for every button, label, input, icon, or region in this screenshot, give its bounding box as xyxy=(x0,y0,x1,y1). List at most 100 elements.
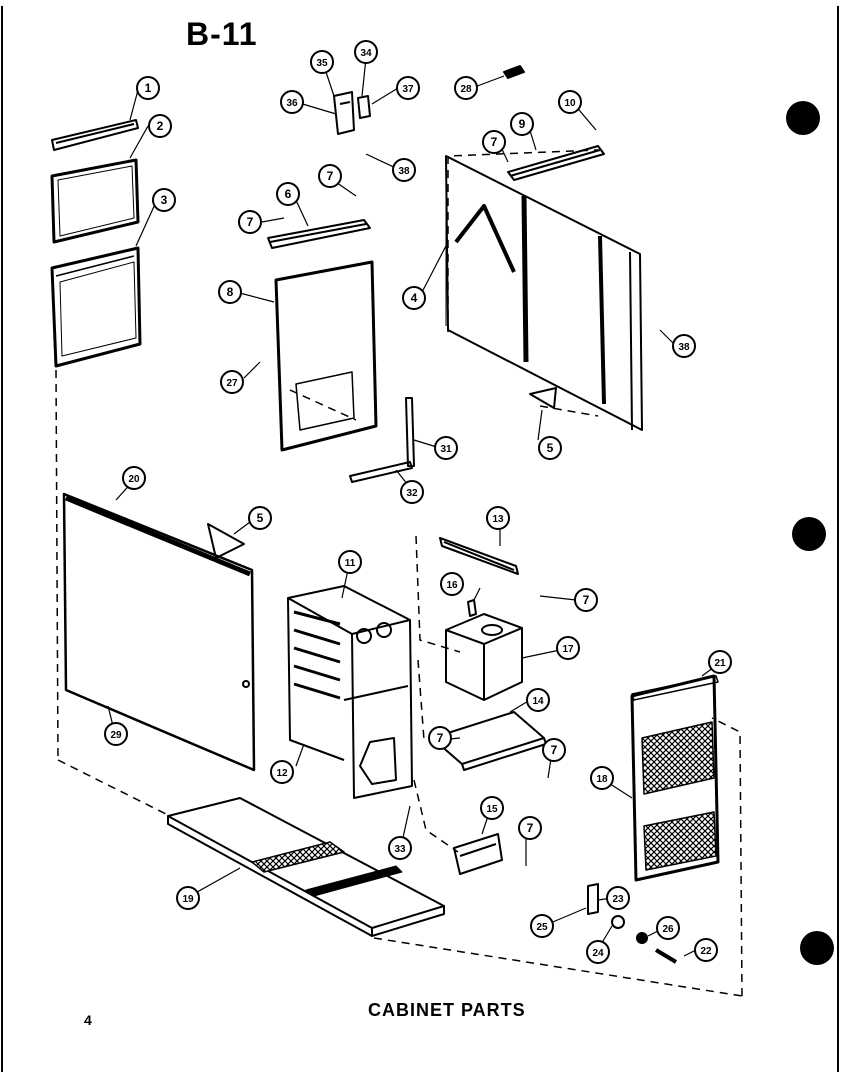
callout-number: 33 xyxy=(394,844,406,855)
callout-number: 36 xyxy=(286,98,298,109)
callout-number: 9 xyxy=(519,117,526,131)
callout-bubble xyxy=(556,636,580,660)
callout-bubble xyxy=(270,760,294,784)
callout-bubble xyxy=(538,436,562,460)
part-9-top-rail xyxy=(507,145,605,181)
callout-bubble xyxy=(542,738,566,762)
callout-bubble xyxy=(220,370,244,394)
callout-number: 7 xyxy=(247,215,254,229)
callout-number: 1 xyxy=(145,81,152,95)
callout-bubble xyxy=(338,550,362,574)
callout-number: 5 xyxy=(547,441,554,455)
callout-c6: 6 xyxy=(276,182,300,206)
callout-number: 31 xyxy=(440,444,452,455)
callout-number: 2 xyxy=(157,119,164,133)
ref-line-center xyxy=(415,535,461,653)
part-2-filter xyxy=(50,158,140,244)
callout-c9: 9 xyxy=(510,112,534,136)
callout-c24: 24 xyxy=(586,940,610,964)
callout-number: 32 xyxy=(406,488,418,499)
callout-number: 35 xyxy=(316,58,328,69)
callout-bubble xyxy=(574,588,598,612)
callout-bubble xyxy=(104,722,128,746)
callout-bubble xyxy=(218,280,242,304)
callout-bubble xyxy=(480,796,504,820)
ref-line-panel4 xyxy=(447,149,599,332)
callout-c7g: 7 xyxy=(518,816,542,840)
callout-bubble xyxy=(428,726,452,750)
part-17-control-box xyxy=(445,613,523,701)
ref-line-mid xyxy=(417,659,425,741)
callout-bubble xyxy=(518,816,542,840)
callout-c31: 31 xyxy=(434,436,458,460)
binder-hole-top xyxy=(786,101,820,135)
callout-number: 24 xyxy=(592,948,604,959)
callout-number: 3 xyxy=(161,193,168,207)
callout-number: 22 xyxy=(700,946,712,957)
callout-bubble xyxy=(454,76,478,100)
binder-hole-middle xyxy=(792,517,826,551)
callout-c22: 22 xyxy=(694,938,718,962)
ref-line-panel8 xyxy=(289,389,357,421)
callout-c13: 13 xyxy=(486,506,510,530)
callout-bubble xyxy=(558,90,582,114)
part-11-heat-exchanger xyxy=(287,585,413,799)
callout-c35: 35 xyxy=(310,50,334,74)
callout-c7a: 7 xyxy=(318,164,342,188)
callout-c14: 14 xyxy=(526,688,550,712)
callout-bubble xyxy=(310,50,334,74)
callout-c4: 4 xyxy=(402,286,426,310)
callout-bubble xyxy=(586,940,610,964)
callout-c12: 12 xyxy=(270,760,294,784)
part-22-screw xyxy=(654,948,678,964)
callout-c8: 8 xyxy=(218,280,242,304)
callout-bubble xyxy=(400,480,424,504)
callout-bubble xyxy=(402,286,426,310)
callout-bubble xyxy=(434,436,458,460)
callout-bubble xyxy=(708,650,732,674)
callout-c11: 11 xyxy=(338,550,362,574)
callout-bubble xyxy=(318,164,342,188)
callout-number: 29 xyxy=(110,730,122,741)
callout-c10: 10 xyxy=(558,90,582,114)
callout-bubble xyxy=(148,114,172,138)
callout-bubble xyxy=(440,572,464,596)
callout-bubble xyxy=(176,886,200,910)
callout-c33: 33 xyxy=(388,836,412,860)
callout-number: 15 xyxy=(486,804,498,815)
ref-line-left-vertical xyxy=(55,369,59,761)
callout-c32: 32 xyxy=(400,480,424,504)
ref-line-bottom-left xyxy=(57,759,171,817)
callout-c27: 27 xyxy=(220,370,244,394)
callout-bubble xyxy=(396,76,420,100)
callout-c34: 34 xyxy=(354,40,378,64)
callout-number: 18 xyxy=(596,774,608,785)
part-21-strip xyxy=(631,675,719,701)
part-5-bracket-upper xyxy=(529,387,557,409)
callout-number: 38 xyxy=(678,342,690,353)
figure-id: B-11 xyxy=(186,16,258,52)
callout-c36: 36 xyxy=(280,90,304,114)
callout-c7e: 7 xyxy=(428,726,452,750)
callout-c7f: 7 xyxy=(542,738,566,762)
callout-c29: 29 xyxy=(104,722,128,746)
part-28-grommet xyxy=(503,65,525,79)
callout-number: 13 xyxy=(492,514,504,525)
callout-c19: 19 xyxy=(176,886,200,910)
callout-bubble xyxy=(486,506,510,530)
callout-number: 19 xyxy=(182,894,194,905)
callout-number: 25 xyxy=(536,922,548,933)
callout-c38a: 38 xyxy=(392,158,416,182)
callout-bubble xyxy=(354,40,378,64)
callout-bubble xyxy=(482,130,506,154)
callout-bubble xyxy=(392,158,416,182)
callout-c2: 2 xyxy=(148,114,172,138)
callout-c7c: 7 xyxy=(482,130,506,154)
callout-c5a: 5 xyxy=(538,436,562,460)
callout-c26: 26 xyxy=(656,916,680,940)
callout-number: 5 xyxy=(257,511,264,525)
callout-number: 23 xyxy=(612,894,624,905)
callout-bubble xyxy=(388,836,412,860)
